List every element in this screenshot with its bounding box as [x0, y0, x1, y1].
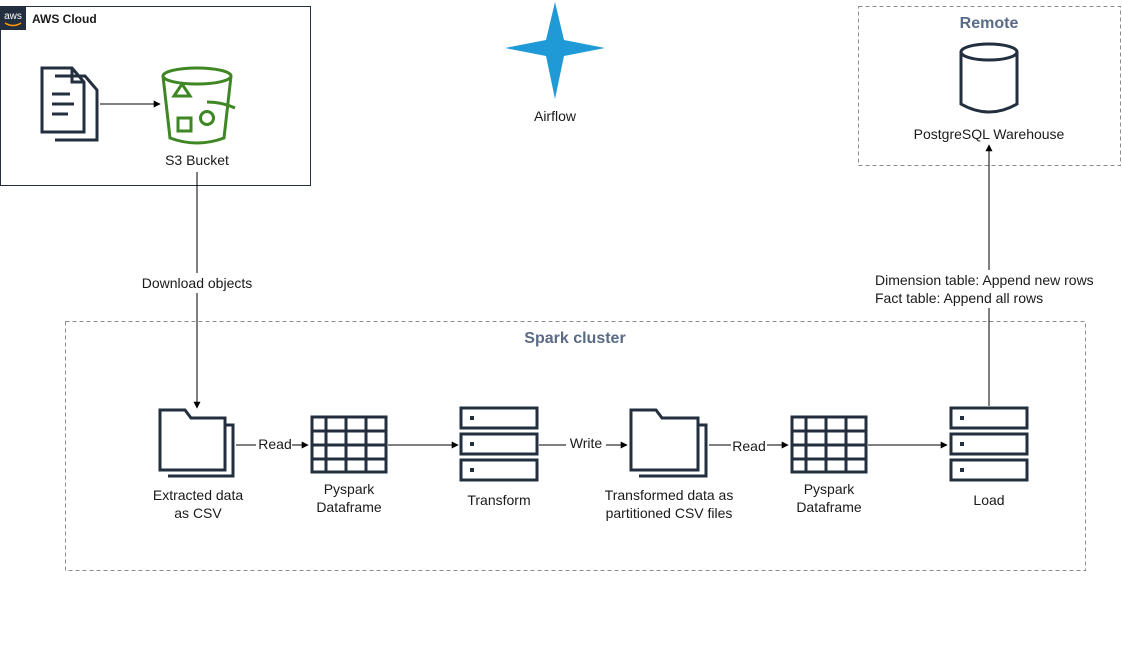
extracted-label-line2: as CSV — [174, 505, 222, 521]
folder-icon — [629, 408, 708, 478]
aws-cloud-group: aws AWS Cloud — [0, 6, 311, 186]
s3-bucket-label: S3 Bucket — [165, 152, 229, 168]
fact-table-label: Fact table: Append all rows — [875, 290, 1043, 306]
read1-label: Read — [258, 436, 291, 452]
transformed-label-line1: Transformed data as — [605, 487, 734, 503]
read2-label: Read — [732, 438, 765, 454]
database-icon — [959, 42, 1019, 114]
pyspark2-label-line1: Pyspark — [804, 481, 856, 497]
transformed-label-line2: partitioned CSV files — [606, 505, 733, 521]
aws-logo-icon: aws — [0, 6, 26, 30]
extracted-label-line1: Extracted data — [153, 487, 243, 503]
table-icon — [310, 415, 388, 474]
airflow-icon — [505, 2, 605, 99]
svg-text:aws: aws — [4, 11, 22, 22]
table-icon — [790, 415, 868, 474]
remote-group: Remote — [858, 6, 1121, 166]
s3-bucket-icon — [161, 66, 236, 145]
transform-label: Transform — [467, 492, 530, 508]
aws-cloud-title: AWS Cloud — [32, 12, 97, 26]
airflow-label: Airflow — [534, 108, 577, 124]
spark-cluster-group: Spark cluster — [65, 321, 1086, 571]
download-objects-label: Download objects — [142, 275, 253, 291]
server-icon — [949, 406, 1029, 482]
load-label: Load — [973, 492, 1004, 508]
remote-title: Remote — [960, 15, 1019, 32]
pyspark2-label-line2: Dataframe — [796, 499, 862, 515]
dimension-table-label: Dimension table: Append new rows — [875, 272, 1094, 288]
write-label: Write — [570, 435, 603, 451]
folder-icon — [158, 408, 235, 478]
server-icon — [459, 406, 539, 482]
spark-cluster-title: Spark cluster — [524, 330, 625, 347]
postgres-label: PostgreSQL Warehouse — [914, 126, 1065, 142]
documents-icon — [40, 66, 99, 142]
pyspark1-label-line2: Dataframe — [316, 499, 382, 515]
pyspark1-label-line1: Pyspark — [324, 481, 376, 497]
